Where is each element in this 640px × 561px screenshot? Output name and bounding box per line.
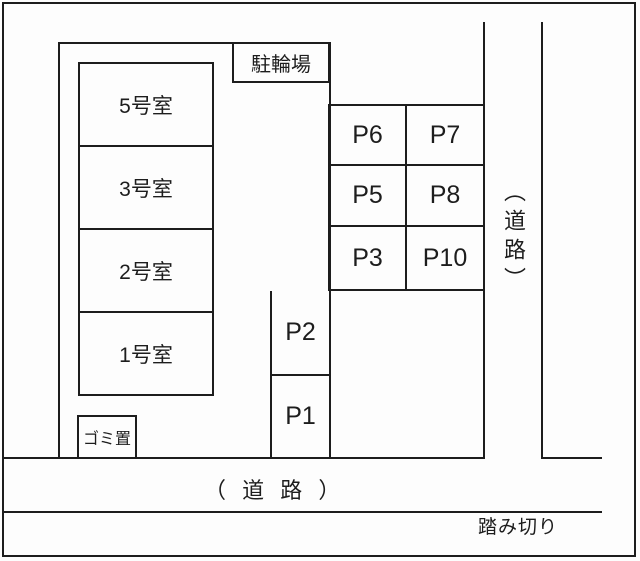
room-2-label: 2号室 [119, 260, 173, 284]
plot-right-wall [329, 42, 331, 459]
room-1-label: 1号室 [119, 343, 173, 367]
parking-spot-p6: P6 [330, 106, 407, 166]
parking-spot-p1: P1 [272, 377, 329, 456]
room-5-label: 5号室 [119, 94, 173, 118]
parking-spot-p2-label: P2 [285, 318, 316, 346]
bottom-road-bottom-line [4, 511, 602, 513]
parking-spot-p8-label: P8 [429, 181, 461, 209]
parking-spot-p8: P8 [407, 166, 483, 227]
bottom-road-top-line-right [541, 457, 602, 459]
parking-spot-p7: P7 [407, 106, 483, 166]
parking-spot-p1-label: P1 [285, 402, 316, 430]
room-5: 5号室 [80, 64, 212, 147]
parking-spot-p2: P2 [272, 293, 329, 372]
plot-top-wall [58, 42, 331, 44]
bike-shed-box: 駐輪場 [232, 42, 330, 83]
room-3-label: 3号室 [119, 177, 173, 201]
parking-spot-p3-label: P3 [352, 243, 383, 272]
bike-shed-label: 駐輪場 [251, 54, 311, 76]
side-spots-divider-line [270, 374, 331, 376]
rooms-block: 5号室 3号室 2号室 1号室 [78, 62, 214, 396]
railway-crossing-label: 踏み切り [478, 517, 559, 538]
right-road-label: （道路） [501, 180, 526, 296]
bottom-road-top-line-left [4, 457, 484, 459]
garbage-label: ゴミ置 [82, 431, 131, 448]
right-road-right-line [541, 22, 543, 458]
parking-spot-p3: P3 [330, 227, 407, 289]
parking-spot-p10: P10 [407, 227, 483, 289]
plot-left-wall [58, 42, 60, 458]
room-1: 1号室 [80, 313, 212, 394]
room-2: 2号室 [80, 230, 212, 313]
bottom-road-label: （ 道 路 ） [204, 478, 346, 503]
parking-spot-p7-label: P7 [429, 120, 461, 149]
parking-spot-p6-label: P6 [352, 120, 383, 149]
garbage-box: ゴミ置 [77, 415, 137, 459]
parking-spot-p5: P5 [330, 166, 407, 227]
empty-lot-box [329, 289, 485, 459]
parking-spot-p10-label: P10 [422, 243, 468, 272]
room-3: 3号室 [80, 147, 212, 230]
parking-grid: P6 P7 P5 P8 P3 P10 [328, 104, 485, 291]
parking-spot-p5-label: P5 [352, 181, 383, 209]
right-road-left-line [483, 22, 485, 458]
